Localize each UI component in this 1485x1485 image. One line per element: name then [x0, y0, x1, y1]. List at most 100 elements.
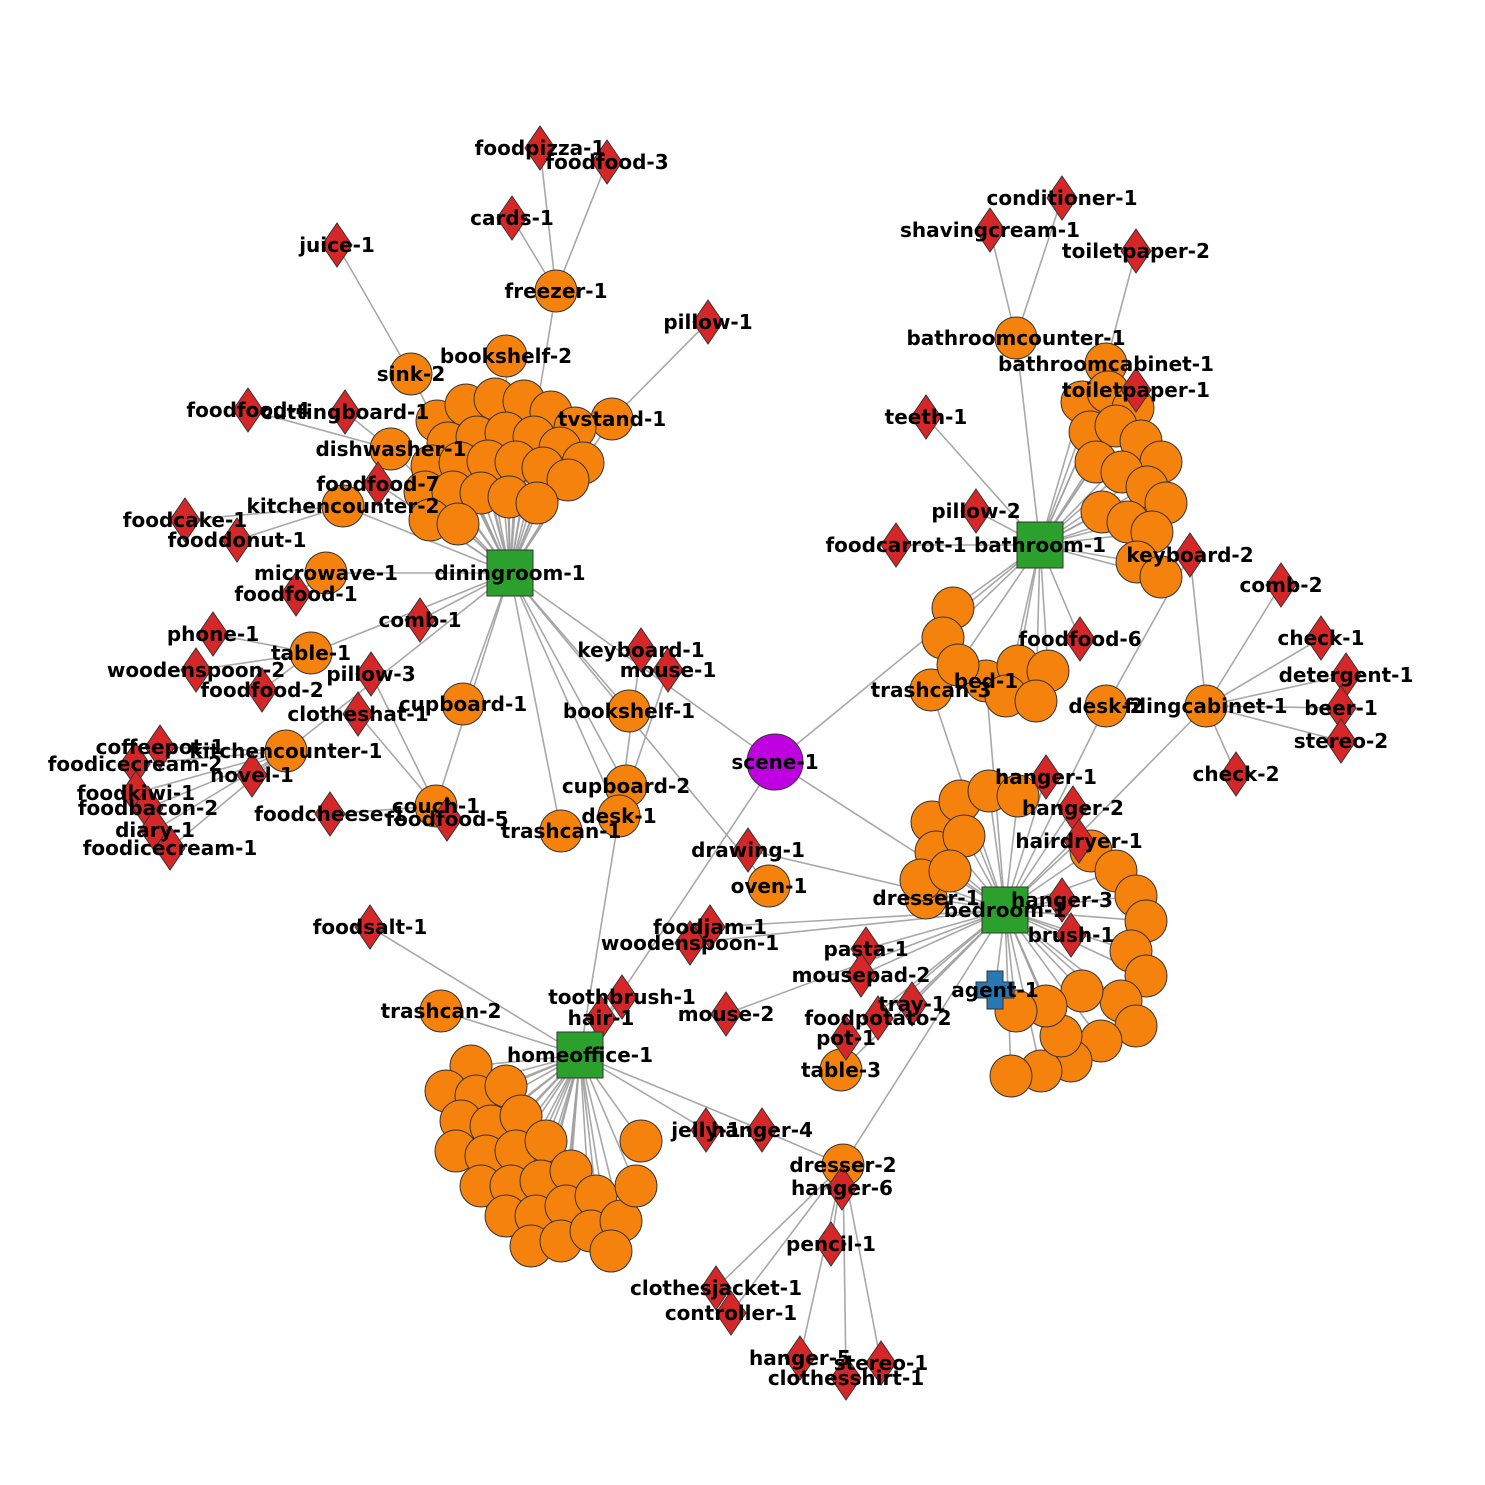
node-diningroom-1-room-square	[486, 549, 534, 597]
node-bathroomcounter-1	[994, 316, 1038, 360]
node-foodcarrot-1-diamond	[880, 522, 912, 568]
node-foodfood-6-diamond	[1064, 616, 1096, 662]
label-foodcheese-1: foodcheese-1	[254, 802, 405, 826]
label-desk-1: desk-1	[581, 804, 656, 828]
node-homeoffice-1-room-square	[556, 1031, 604, 1079]
edge	[539, 147, 557, 292]
label-foodfood-5: foodfood-5	[385, 807, 508, 831]
label-beer-1: beer-1	[1304, 696, 1378, 720]
node-desk-1	[597, 794, 641, 838]
edge	[715, 1164, 844, 1289]
node-foodcheese-1-diamond	[314, 791, 346, 837]
label-bathroomcabinet-1: bathroomcabinet-1	[998, 352, 1214, 376]
node-check-1-diamond	[1305, 615, 1337, 661]
edge	[579, 815, 620, 1056]
node-cupboard-1	[441, 682, 485, 726]
edge	[1015, 197, 1063, 339]
label-freezer-1: freezer-1	[505, 279, 608, 303]
label-controller-1: controller-1	[665, 1301, 797, 1325]
label-bedroom-1: bedroom-1	[944, 898, 1067, 922]
label-toiletpaper-2: toiletpaper-2	[1062, 239, 1210, 263]
label-tvstand-1: tvstand-1	[558, 407, 666, 431]
edge	[774, 544, 1041, 763]
label-mouse-2: mouse-2	[678, 1002, 775, 1026]
node-bookshelf-2	[484, 334, 528, 378]
node-drawing-1-diamond	[732, 827, 764, 873]
node-sink-2	[389, 352, 433, 396]
label-diningroom-1: diningroom-1	[434, 561, 585, 585]
node-sat-18	[546, 458, 590, 502]
label-juice-1: juice-1	[298, 233, 375, 257]
node-desk-2	[1084, 684, 1128, 728]
label-hairdryer-1: hairdryer-1	[1015, 829, 1142, 853]
label-mouse-1: mouse-1	[620, 658, 717, 682]
edge	[184, 505, 344, 521]
label-shavingcream-1: shavingcream-1	[900, 218, 1080, 242]
edge	[1004, 705, 1207, 911]
label-jelly-1: jelly-1	[670, 1118, 740, 1142]
edge	[247, 409, 392, 450]
label-foodjam-1: foodjam-1	[653, 915, 767, 939]
node-phone-1-diamond	[197, 611, 229, 657]
node-foodsalt-1-diamond	[354, 904, 386, 950]
label-novel-1: novel-1	[210, 763, 294, 787]
label-foodsalt-1: foodsalt-1	[313, 915, 428, 939]
node-keyboard-2-diamond	[1174, 532, 1206, 578]
node-microwave-1	[304, 551, 348, 595]
edge	[285, 572, 511, 752]
edge	[336, 244, 412, 375]
label-foodfood-7: foodfood-7	[316, 472, 439, 496]
label-tray-1: tray-1	[878, 992, 946, 1016]
label-filingcabinet-1: filingcabinet-1	[1124, 694, 1287, 718]
edge	[1205, 705, 1342, 709]
label-teeth-1: teeth-1	[885, 405, 968, 429]
label-conditioner-1: conditioner-1	[986, 186, 1137, 210]
node-foodfood-5-diamond	[431, 796, 463, 842]
node-foodfood-3-diamond	[591, 139, 623, 185]
node-brush-1-diamond	[1055, 912, 1087, 958]
label-stereo-1: stereo-1	[834, 1351, 928, 1375]
edge	[1189, 554, 1207, 707]
edge	[135, 750, 287, 794]
label-foodfood-3: foodfood-3	[545, 150, 668, 174]
label-hanger-2: hanger-2	[1022, 796, 1124, 820]
node-hanger-1-diamond	[1030, 754, 1062, 800]
node-kitchencounter-1	[264, 729, 308, 773]
edge	[370, 673, 437, 807]
label-clothesshirt-1: clothesshirt-1	[768, 1366, 924, 1390]
edge	[509, 572, 562, 832]
label-table-1: table-1	[271, 641, 351, 665]
label-hanger-3: hanger-3	[1011, 888, 1113, 912]
label-foodpotato-2: foodpotato-2	[804, 1006, 951, 1030]
node-keyboard-1-diamond	[625, 627, 657, 673]
node-bathroom-1-room-square	[1016, 521, 1064, 569]
edge	[147, 750, 287, 809]
node-sat-96	[619, 1119, 663, 1163]
node-hanger-6-diamond	[826, 1165, 858, 1211]
node-hanger-3-diamond	[1046, 877, 1078, 923]
node-sat-72	[994, 989, 1038, 1033]
label-foodfood-1: foodfood-1	[234, 582, 357, 606]
label-comb-2: comb-2	[1240, 573, 1323, 597]
node-sat-44	[936, 643, 980, 687]
node-foodfood-7-diamond	[362, 461, 394, 507]
node-sat-48	[1014, 679, 1058, 723]
label-foodfood-6: foodfood-6	[1018, 627, 1141, 651]
node-pillow-1-diamond	[692, 299, 724, 345]
node-kitchencounter-2	[321, 484, 365, 528]
edge	[1205, 584, 1282, 707]
label-kitchencounter-1: kitchencounter-1	[190, 739, 383, 763]
label-foodfood-2: foodfood-2	[200, 678, 323, 702]
label-hanger-6: hanger-6	[791, 1176, 893, 1200]
node-novel-1-diamond	[236, 752, 268, 798]
label-bed-1: bed-1	[954, 669, 1018, 693]
edge	[1004, 705, 1107, 911]
node-sat-97	[614, 1164, 658, 1208]
node-mouse-2-diamond	[710, 991, 742, 1037]
label-foodicecream-2: foodicecream-2	[48, 752, 223, 776]
node-sat-52	[996, 774, 1040, 818]
node-coffeepot-1-diamond	[144, 724, 176, 770]
node-toothbrush-1-diamond	[606, 974, 638, 1020]
node-foodfood-1-diamond	[280, 571, 312, 617]
node-sat-41	[1139, 555, 1183, 599]
